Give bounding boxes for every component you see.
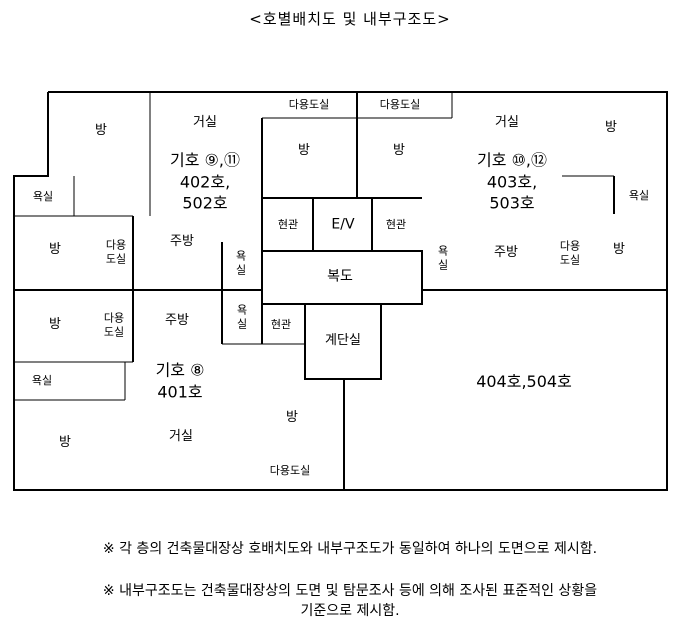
room-jubang: 주방 [170,233,194,249]
outer-wall [13,91,668,491]
room-geosil: 거실 [169,428,193,444]
room-bang: 방 [605,119,617,135]
room-geosil: 거실 [193,114,217,130]
note-line-1: ※ 각 층의 건축물대장상 호배치도와 내부구조도가 동일하여 하나의 도면으로… [102,541,598,557]
room-jubang: 주방 [165,312,189,328]
room-bokdo: 복도 [327,268,353,285]
room-bang: 방 [95,122,107,138]
room-yoksil: 욕 실 [236,303,248,330]
room-geosil: 거실 [495,114,519,130]
room-bang: 방 [393,142,405,158]
room-hyeongwan: 현관 [270,318,292,332]
room-yoksil: 욕실 [31,374,53,388]
room-bang: 방 [298,142,310,158]
room-yoksil: 욕 실 [437,244,449,271]
room-dayong-dosil: 다용도실 [288,98,330,112]
room-bang: 방 [59,434,71,450]
room-bang: 방 [613,241,625,257]
room-bang: 방 [49,241,61,257]
room-jubang: 주방 [494,244,518,260]
room-hyeongwan: 현관 [385,218,407,232]
room-bang: 방 [49,316,61,332]
room-yoksil: 욕실 [32,190,54,204]
note-line-2: ※ 내부구조도는 건축물대장상의 도면 및 탐문조사 등에 의해 조사된 표준적… [102,583,598,620]
room-dayong-dosil: 다용도실 [379,98,421,112]
page-title: <호별배치도 및 내부구조도> [249,10,451,28]
room-dayong-dosil: 다용 도실 [559,239,581,266]
room-dayong-dosil: 다용도실 [269,464,311,478]
room-hyeongwan: 현관 [277,218,299,232]
room-yoksil: 욕실 [628,189,650,203]
room-dayong-dosil: 다용 도실 [103,311,125,338]
room-gyedansil: 계단실 [325,332,361,348]
unit-label-403-503: 기호 ⑩,⑫ 403호, 503호 [477,150,547,213]
room-ev: E/V [331,216,355,233]
unit-label-401: 기호 ⑧ 401호 [155,360,205,401]
room-dayong-dosil: 다용 도실 [105,238,127,265]
unit-label-404-504: 404호,504호 [476,372,572,392]
room-yoksil: 욕 실 [235,249,247,276]
room-bang: 방 [286,409,298,425]
unit-label-402-502: 기호 ⑨,⑪ 402호, 502호 [170,150,240,213]
